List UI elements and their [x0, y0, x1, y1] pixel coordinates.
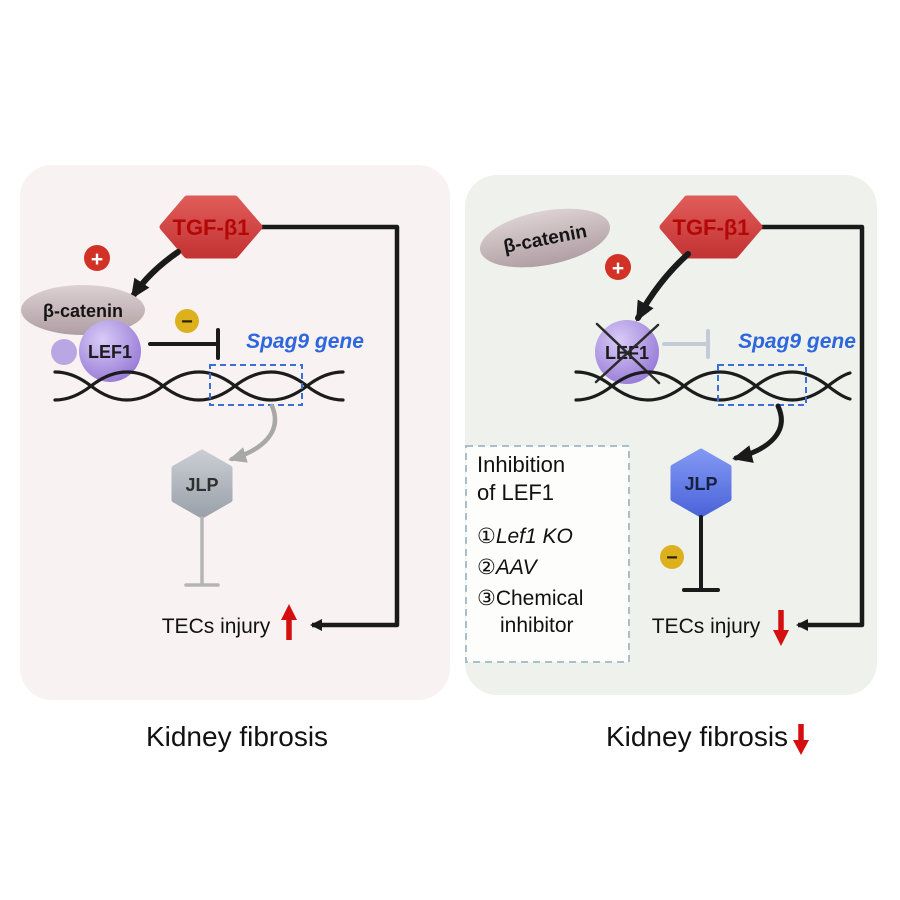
red-down-arrow: [773, 610, 789, 646]
plus-badge: [84, 245, 110, 271]
inhibition-item-3-line1: ③Chemical: [477, 587, 583, 610]
inhibition-title-line1: Inhibition: [477, 452, 565, 477]
minus-badge-right: [660, 545, 684, 569]
minus-sign: −: [181, 311, 193, 333]
gene-to-jlp-arrow-gray: [228, 403, 278, 463]
inhibition-item-2: ②AAV: [477, 556, 539, 579]
tgf-to-lef1-arrow: [130, 249, 181, 300]
inhibition-box: Inhibition of LEF1 ①Lef1 KO ②AAV ③Chemic…: [465, 445, 630, 663]
inhibition-item-1: ①Lef1 KO: [477, 525, 573, 548]
dna-strand-2: [53, 370, 345, 402]
right-caption: Kidney fibrosis: [606, 721, 788, 752]
plus-sign: +: [91, 248, 103, 271]
red-up-arrow: [281, 604, 297, 640]
jlp-hexagon-gray: [171, 449, 233, 519]
caption-red-down-arrow: [793, 724, 809, 755]
lef1-circle: [79, 320, 141, 382]
lef1-represses-spag9-tbar: [148, 328, 220, 360]
spag9-gene-label-right: Spag9 gene: [738, 330, 856, 353]
dna-helix-left: [53, 370, 345, 402]
dna-helix-right: [574, 370, 852, 402]
inhibition-title-line2: of LEF1: [477, 480, 554, 505]
spag9-locus-dashed-box: [209, 364, 303, 406]
feedback-arrow-left: [259, 224, 400, 631]
spag9-locus-dashed-box-right: [717, 364, 807, 406]
red-down-arrow-head: [773, 630, 789, 646]
caption-down-arrow-head: [793, 740, 809, 755]
tgf-b1-hexagon: [159, 195, 263, 259]
inhibition-box-border: [465, 445, 630, 663]
left-panel: TGF-β1 + β-catenin LEF1 − Spag9 gene JLP: [20, 165, 450, 752]
lef1-label: LEF1: [88, 342, 132, 362]
jlp-tbar-black: [682, 515, 720, 592]
minus-badge: [175, 309, 199, 333]
dna-strand-1: [53, 370, 345, 402]
tgf-b1-label-right: TGF-β1: [673, 215, 750, 240]
faded-repression-tbar: [662, 329, 710, 359]
spag9-gene-label: Spag9 gene: [246, 330, 364, 353]
feedback-arrow-right: [759, 224, 865, 631]
beta-catenin-ellipse-right: [480, 208, 610, 268]
jlp-tbar-gray: [184, 516, 220, 587]
tecs-injury-label: TECs injury: [162, 615, 271, 638]
red-up-arrow-head: [281, 604, 297, 620]
minus-sign-right: −: [666, 547, 678, 569]
tecs-injury-label-right: TECs injury: [652, 615, 761, 638]
lef1-small-subunit: [51, 339, 77, 365]
plus-sign-right: +: [612, 257, 624, 280]
inhibition-item-3-line2: inhibitor: [500, 614, 574, 637]
plus-badge-right: [605, 254, 631, 280]
beta-catenin-label: β-catenin: [43, 301, 123, 321]
jlp-label: JLP: [185, 475, 218, 495]
tgf-b1-label: TGF-β1: [173, 215, 250, 240]
left-caption: Kidney fibrosis: [146, 721, 328, 752]
tgf-to-lef1-arrow-right: [635, 251, 691, 322]
dna-strand-1-right: [574, 370, 852, 402]
beta-catenin-free: β-catenin: [480, 208, 610, 268]
dna-strand-2-right: [574, 370, 852, 402]
gene-to-jlp-arrow-black: [732, 403, 784, 463]
jlp-label-right: JLP: [684, 474, 717, 494]
right-panel: β-catenin TGF-β1 + LEF1 Spag9 gene JLP: [465, 175, 877, 755]
